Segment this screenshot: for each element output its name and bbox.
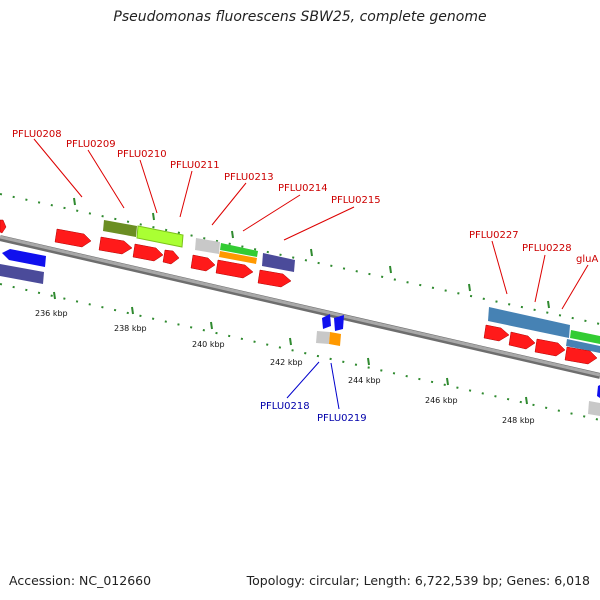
gene-bar-grey[interactable] xyxy=(195,238,220,254)
leader-line xyxy=(491,240,508,295)
gene-arrow-blue-edge[interactable] xyxy=(597,385,600,398)
gene-arrow[interactable] xyxy=(0,219,7,234)
gene-label[interactable]: PFLU0218 xyxy=(260,401,310,412)
kbp-label: 244 kbp xyxy=(348,376,381,385)
map-title: Pseudomonas fluorescens SBW25, complete … xyxy=(113,9,487,25)
gene-bar-green[interactable] xyxy=(220,243,258,257)
gene-label[interactable]: PFLU0215 xyxy=(331,195,381,206)
gene-arrow[interactable] xyxy=(98,236,133,255)
gene-arrow[interactable] xyxy=(534,338,566,357)
accession-text: Accession: NC_012660 xyxy=(9,573,152,588)
major-tick xyxy=(73,197,76,206)
feature-cluster-right-edge xyxy=(588,385,600,416)
feature-track-bottom-left xyxy=(0,249,46,284)
gene-arrow[interactable] xyxy=(190,254,216,272)
gene-bar-lime[interactable] xyxy=(136,225,184,248)
gene-label-leaders-top xyxy=(33,138,589,310)
major-tick xyxy=(547,300,550,309)
gene-label[interactable]: PFLU0210 xyxy=(117,149,167,160)
gene-label[interactable]: PFLU0213 xyxy=(224,172,274,183)
major-tick xyxy=(231,230,234,239)
gene-arrow[interactable] xyxy=(162,249,180,265)
leader-line xyxy=(534,254,546,303)
major-tick xyxy=(131,306,134,315)
gene-label[interactable]: PFLU0228 xyxy=(522,243,572,254)
kbp-label: 236 kbp xyxy=(35,309,68,318)
gene-label[interactable]: PFLU0208 xyxy=(12,129,62,140)
gene-label[interactable]: PFLU0209 xyxy=(66,139,116,150)
gene-arrow[interactable] xyxy=(257,269,292,288)
gene-arrow-blue-small[interactable] xyxy=(334,315,344,331)
gene-label[interactable]: PFLU0211 xyxy=(170,160,220,171)
leader-line xyxy=(33,138,83,198)
major-tick xyxy=(310,248,313,257)
gene-bar-grey-small[interactable] xyxy=(316,331,330,344)
major-tick xyxy=(53,291,56,300)
leader-line xyxy=(211,182,247,226)
major-tick xyxy=(389,265,392,274)
kbp-label: 238 kbp xyxy=(114,324,147,333)
kbp-label: 242 kbp xyxy=(270,358,303,367)
gene-bar-orange[interactable] xyxy=(219,251,257,264)
feature-track-top xyxy=(103,220,600,353)
major-tick xyxy=(468,283,471,292)
gene-arrow[interactable] xyxy=(215,259,254,279)
topology-text: Topology: circular; Length: 6,722,539 bp… xyxy=(246,573,590,588)
gene-bar-olive[interactable] xyxy=(103,220,137,237)
leader-line xyxy=(286,361,320,399)
genome-backbone xyxy=(0,235,600,379)
major-tick xyxy=(446,377,449,386)
gene-arrow[interactable] xyxy=(483,324,510,342)
gene-bar-green-right[interactable] xyxy=(570,330,600,344)
gene-labels-top: PFLU0208 PFLU0209 PFLU0210 PFLU0211 PFLU… xyxy=(12,129,598,265)
leader-line xyxy=(330,362,340,410)
gene-bar-navy[interactable] xyxy=(262,253,295,272)
gene-bar-grey-edge[interactable] xyxy=(588,401,600,416)
gene-arrow-blue-small[interactable] xyxy=(322,314,331,329)
feature-cluster-242 xyxy=(316,314,344,346)
leader-line xyxy=(87,149,125,209)
gene-label-leaders-bottom xyxy=(286,361,340,410)
major-tick xyxy=(367,357,370,366)
gene-label[interactable]: PFLU0214 xyxy=(278,183,328,194)
gene-label[interactable]: PFLU0219 xyxy=(317,413,367,424)
gene-label[interactable]: gluA xyxy=(576,254,598,265)
gene-bar-steel[interactable] xyxy=(488,307,570,338)
kbp-label: 240 kbp xyxy=(192,340,225,349)
major-tick xyxy=(525,396,528,405)
major-tick xyxy=(152,212,155,221)
gene-bar-orange-small[interactable] xyxy=(329,332,341,346)
gene-label[interactable]: PFLU0227 xyxy=(469,230,519,241)
major-tick xyxy=(210,321,213,330)
leader-line xyxy=(561,264,589,310)
leader-line xyxy=(179,170,193,218)
gene-bar-navy-left[interactable] xyxy=(0,264,44,284)
gene-bar-steel-right[interactable] xyxy=(566,339,600,353)
gene-arrow[interactable] xyxy=(54,228,92,248)
leader-line xyxy=(283,206,355,241)
gene-arrow[interactable] xyxy=(132,243,164,262)
major-ticks xyxy=(53,197,550,405)
leader-line xyxy=(139,159,158,214)
gene-arrow[interactable] xyxy=(508,331,536,350)
leader-line xyxy=(242,194,301,232)
backbone-line xyxy=(0,235,600,377)
gene-arrow-blue[interactable] xyxy=(2,249,46,267)
kbp-label: 248 kbp xyxy=(502,416,535,425)
gene-labels-bottom: PFLU0218 PFLU0219 xyxy=(260,401,367,424)
gene-arrows-top xyxy=(0,219,598,365)
kbp-label: 246 kbp xyxy=(425,396,458,405)
gene-arrow[interactable] xyxy=(564,346,598,365)
major-tick xyxy=(289,337,292,346)
kbp-scale-labels: 236 kbp 238 kbp 240 kbp 242 kbp 244 kbp … xyxy=(35,309,535,425)
